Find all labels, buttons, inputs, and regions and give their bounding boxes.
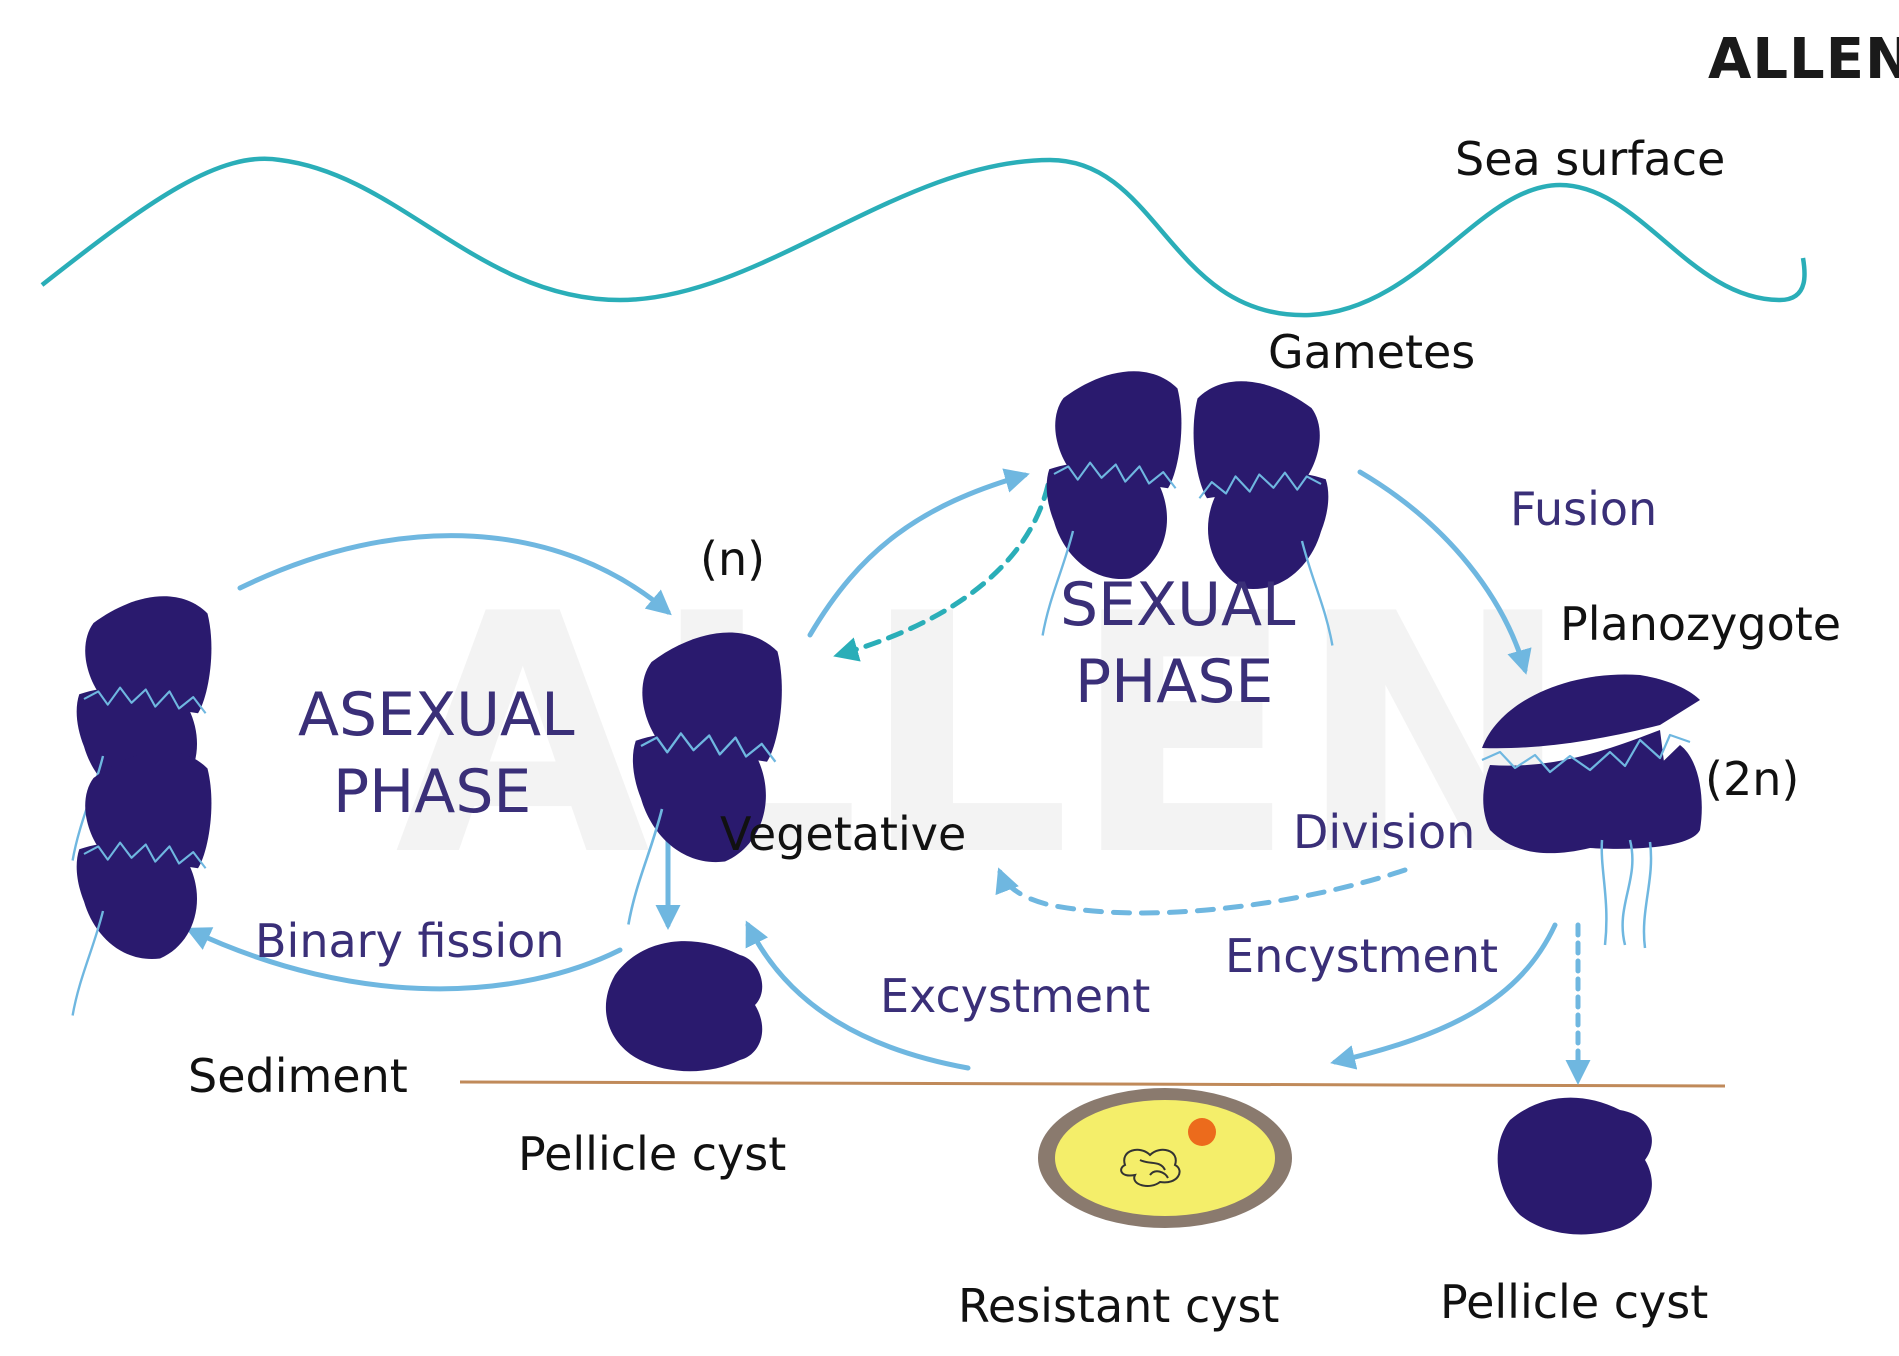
dinoflagellate-cell-left-lower	[71, 750, 213, 1017]
arrow-gametes-to-vegetative-dashed	[833, 482, 1051, 662]
label-sediment: Sediment	[188, 1049, 408, 1103]
arrow-fusion	[1357, 469, 1532, 675]
label-sea-surface: Sea surface	[1455, 132, 1725, 186]
label-pellicle-cyst-right: Pellicle cyst	[1440, 1275, 1708, 1329]
arrow-excystment	[745, 920, 971, 1071]
label-binary-fission: Binary fission	[255, 914, 564, 968]
label-asexual-phase-line1: ASEXUAL	[298, 680, 575, 750]
label-pellicle-cyst-left: Pellicle cyst	[518, 1127, 786, 1181]
label-sexual-phase-line2: PHASE	[1075, 647, 1273, 717]
pellicle-cyst-right	[1497, 1097, 1652, 1235]
label-sexual-phase-line1: SEXUAL	[1060, 570, 1296, 640]
label-ploidy-2n: (2n)	[1705, 752, 1799, 806]
label-division: Division	[1293, 805, 1475, 859]
label-resistant-cyst: Resistant cyst	[958, 1279, 1279, 1333]
planozygote-cell	[1481, 674, 1702, 949]
label-gametes: Gametes	[1268, 325, 1475, 379]
label-excystment: Excystment	[880, 969, 1150, 1023]
pellicle-cyst-left	[605, 941, 763, 1072]
label-vegetative: Vegetative	[720, 807, 966, 861]
arrow-binary-fission	[185, 927, 623, 992]
label-ploidy-n: (n)	[700, 532, 765, 586]
arrow-to-vegetative	[237, 533, 672, 616]
sediment-line	[459, 1080, 1726, 1088]
resistant-cyst	[1038, 1088, 1292, 1228]
watermark: ALLEN	[395, 544, 1573, 928]
arrow-encystment	[1330, 922, 1558, 1070]
label-encystment: Encystment	[1225, 929, 1498, 983]
sea-surface-wave	[40, 156, 1807, 318]
arrow-vegetative-to-gametes	[807, 468, 1030, 638]
label-asexual-phase-line2: PHASE	[333, 757, 531, 827]
label-planozygote: Planozygote	[1560, 597, 1841, 651]
arrow-division-dashed	[995, 867, 1408, 916]
brand-logo: ALLEN	[1708, 27, 1899, 92]
label-fusion: Fusion	[1510, 482, 1657, 536]
